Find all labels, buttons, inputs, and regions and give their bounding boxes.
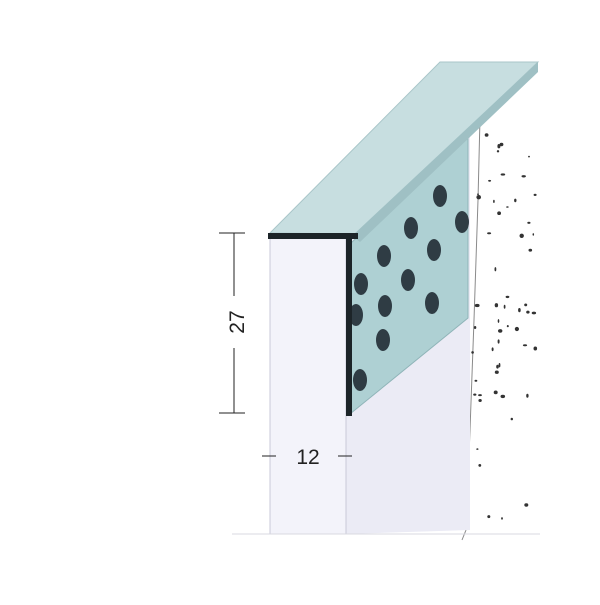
wall-speckle [488,179,492,182]
mesh-holes [349,185,469,391]
wall-speckle [478,399,482,402]
wall-speckle [487,515,491,519]
wall-speckle [524,303,528,307]
wall-speckle [494,370,499,374]
wall-speckle [498,329,503,333]
wall-speckle [496,364,499,369]
wall-speckle [500,173,506,176]
mesh-hole [425,292,439,314]
wall-speckle [477,193,479,195]
wall-speckle [493,390,498,395]
plaster-front-face [269,237,347,535]
height-dimension: 27 [219,232,249,414]
wall-speckle [526,393,529,398]
wall-speckle [474,303,480,308]
wall-speckle [519,233,524,238]
wall-speckle [491,347,494,352]
mesh-hole [378,295,392,317]
profile-top-bevel [352,62,538,242]
wall-speckle [484,133,489,137]
wall-speckle [493,199,495,203]
thickness-dimension-label: 12 [296,446,319,469]
mesh-hole [433,185,447,207]
mesh-hole [354,273,368,295]
wall-speckle [528,248,533,252]
wall-speckle [524,503,529,507]
mesh-hole [377,245,391,267]
wall-speckle [531,311,537,315]
wall-speckle [514,326,520,332]
wall-speckle [533,193,537,196]
wall-speckle [532,233,535,236]
wall-speckle [527,221,531,224]
profile-top-front-edge [268,233,358,239]
wall-speckle [487,232,492,235]
mesh-hole [349,304,363,326]
mesh-hole [376,329,390,351]
wall-speckle [499,142,504,147]
mesh-hole [455,211,469,233]
mesh-hole [401,269,415,291]
wall-speckle [497,319,500,323]
concrete-wall [458,62,538,600]
wall-speckle [494,267,497,272]
wall-speckle [528,155,530,158]
wall-speckle [498,363,501,368]
wall-speckle [476,195,482,200]
wall-speckle [501,517,503,520]
wall-speckle [497,211,501,215]
wall-speckle [506,325,509,328]
wall-speckle [476,448,479,450]
wall-speckle [526,310,530,314]
wall-speckle [518,308,521,313]
wall-speckle [474,379,478,382]
wall-speckle [497,339,500,344]
wall-speckle [521,175,526,178]
wall-speckle [473,326,477,329]
mesh-hole [427,239,441,261]
height-dimension-label: 27 [226,310,249,333]
wall-speckles [471,133,538,520]
wall-speckle [522,344,528,347]
wall-speckle [506,206,509,208]
wall-speckle [514,198,517,203]
wall-speckle [510,417,513,421]
wall-speckle [473,393,477,396]
profile-web-edge [346,238,352,416]
wall-speckle [478,394,482,397]
wall-speckle [533,346,538,351]
profile-top-flange [268,61,540,242]
wall-speckle [503,304,506,309]
mesh-hole [353,369,367,391]
wall-speckle [500,394,506,399]
wall-edge-line [461,117,481,541]
wall-speckle [494,303,499,308]
mesh-hole [404,217,418,239]
wall-speckle [478,464,482,467]
wall-speckle [497,144,501,149]
wall-speckle [471,351,474,354]
wall-speckle [496,150,500,153]
thickness-dimension: 12 [262,446,352,469]
wall-speckle [505,295,510,299]
